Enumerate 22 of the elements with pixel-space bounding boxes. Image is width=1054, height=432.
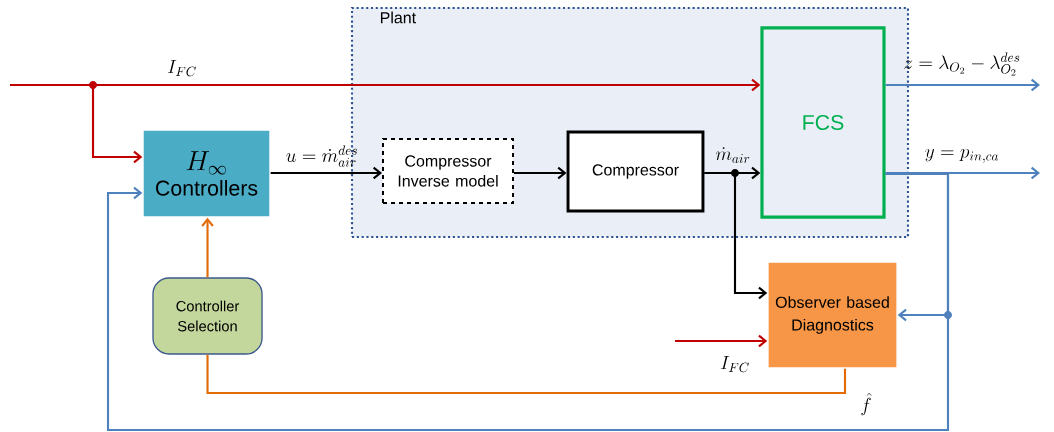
arrow [201,217,214,278]
controller-box: $H_{\infty}$ Controllers [142,129,271,218]
arrow [270,166,382,180]
edge-label: $\hat{f}$ [861,392,872,416]
fcs-box: FCS [760,26,886,219]
arrow [514,166,567,180]
arrow [885,171,950,322]
selection-box: Controller Selection [152,277,263,355]
arrow [675,334,768,348]
edge-label: $I_{FC}$ [167,60,196,77]
arrow [10,83,143,164]
edge-label: $u = \dot{m}_{air}^{des}$ [286,145,357,167]
arrow [885,78,1040,92]
inverse-model-box: Compressor Inverse model [382,138,514,204]
edge-label: $I_{FC}$ [720,356,749,373]
edge-label: $\dot{m}_{air}$ [715,147,750,163]
edge-label: $z = \lambda_{O_2} - \lambda_{O_2}^{des}$ [904,52,1020,76]
arrow [106,172,950,432]
edge-label: $y = p_{in,ca}$ [925,148,999,163]
compressor-box: Compressor [566,130,705,213]
arrow [704,171,768,300]
diagnostics-box: Observer based Diagnostics [767,261,898,369]
